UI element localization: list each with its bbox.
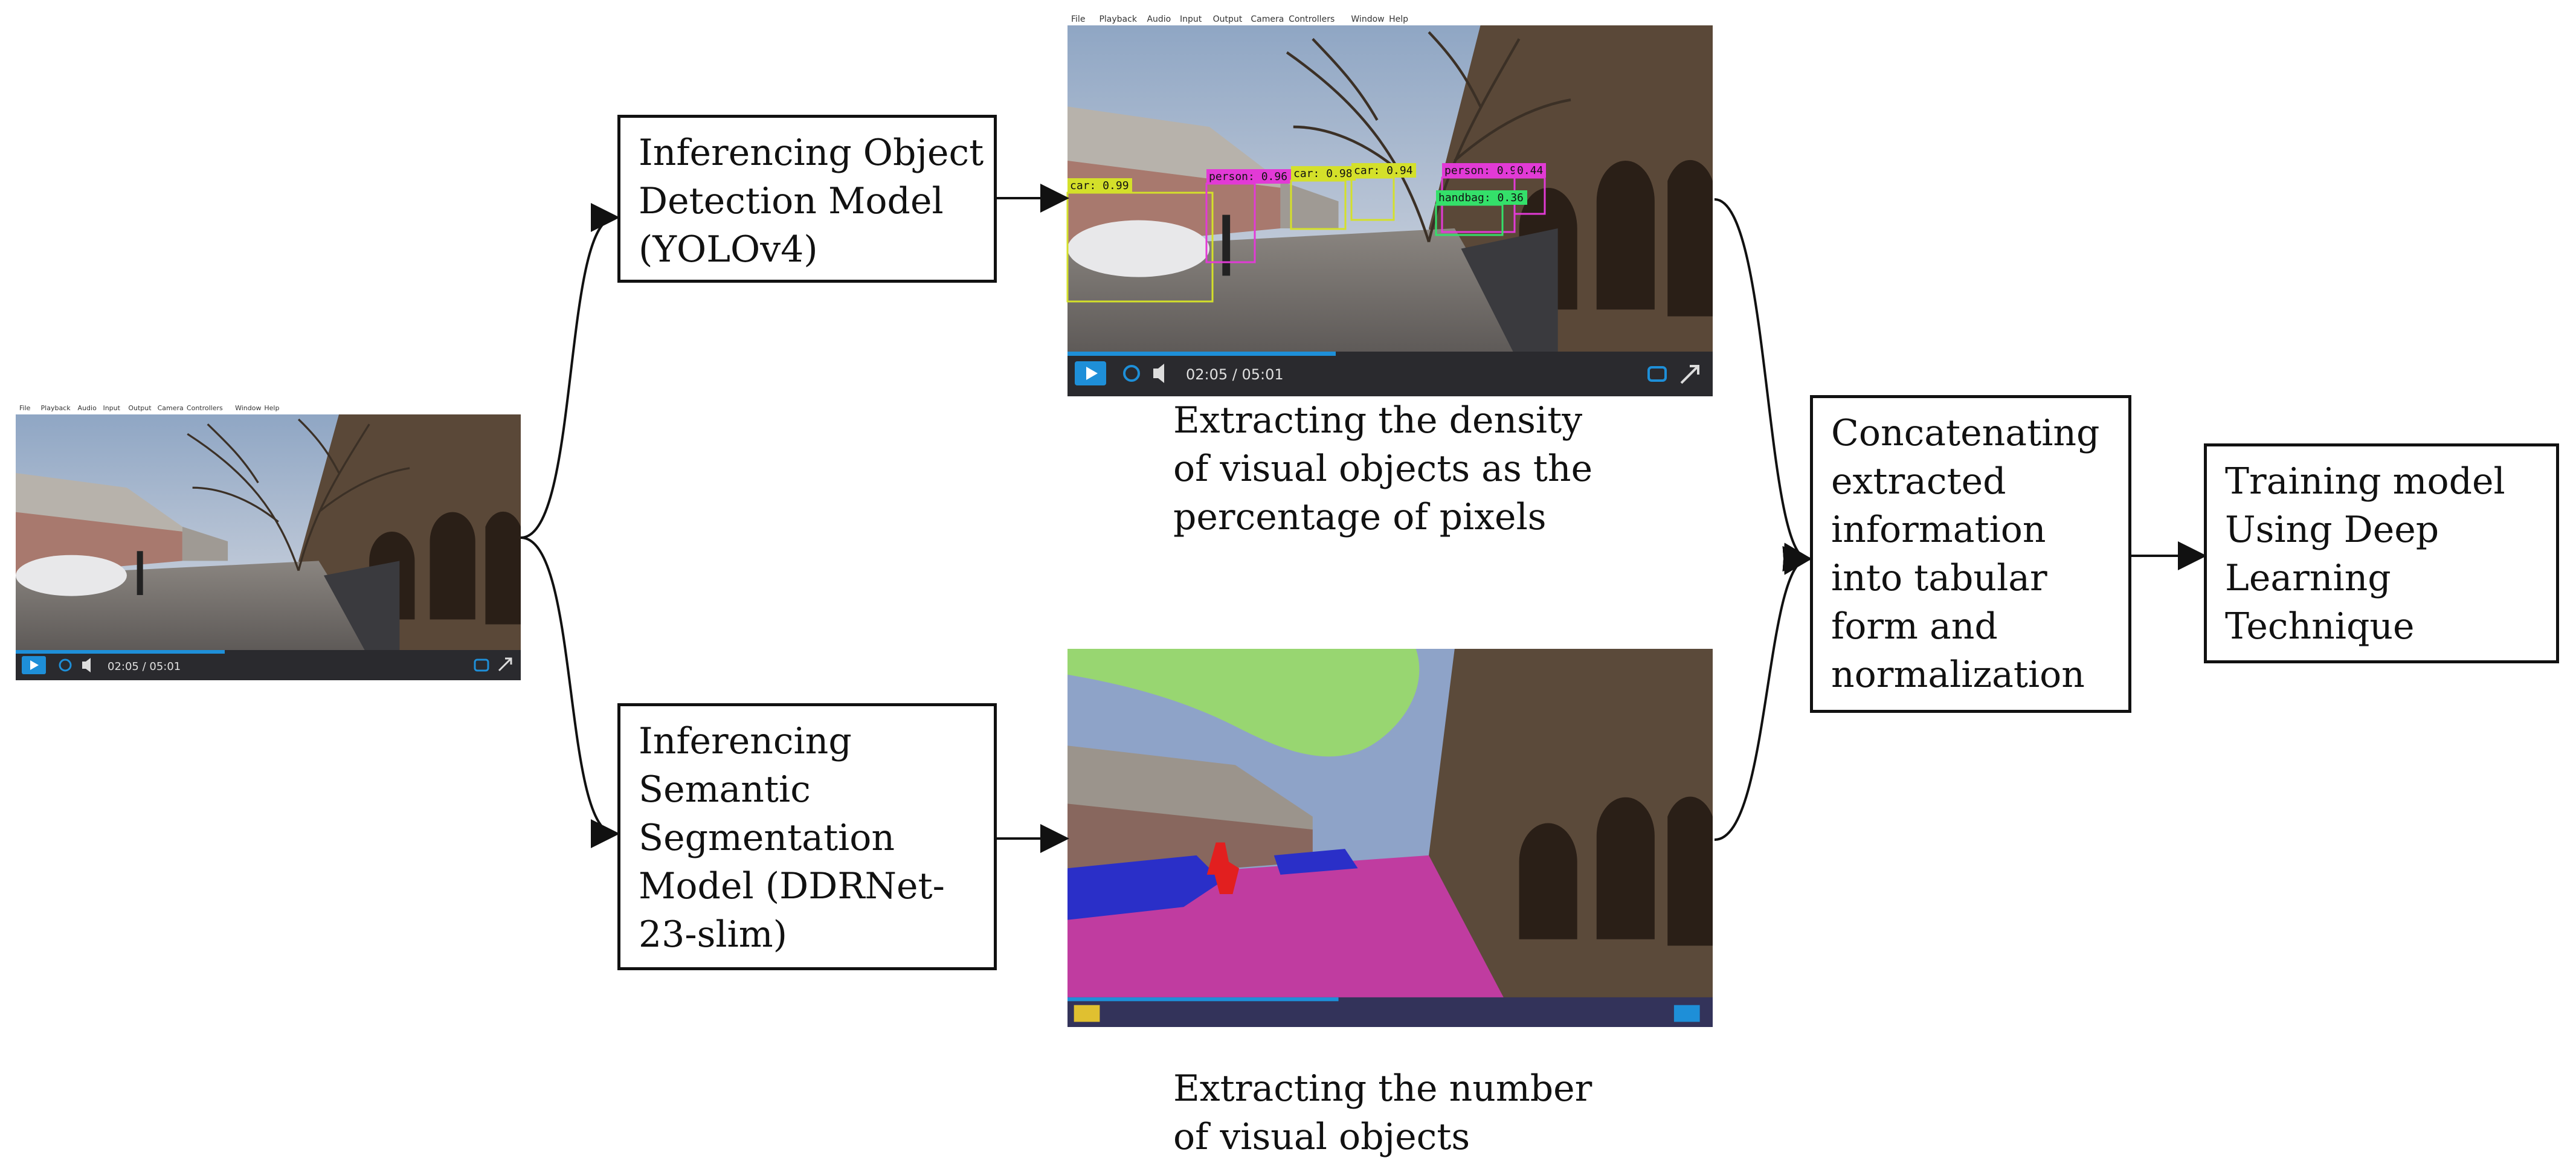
detection-label-bg [1442, 163, 1527, 178]
box-line: normalization [1831, 654, 2085, 696]
box-line: Training model [2225, 460, 2505, 503]
player-controls-bar [1067, 352, 1713, 396]
box-line: Learning [2225, 557, 2391, 599]
menu-item-audio[interactable]: Audio [78, 404, 97, 412]
play-icon [1086, 367, 1098, 380]
detection-label-bg [1291, 166, 1356, 181]
menu-item-window[interactable]: Window [235, 404, 261, 412]
detection-label: handbag: 0.36 [1438, 192, 1524, 204]
box-line: Concatenating [1831, 412, 2100, 454]
menu-item-input[interactable]: Input [1180, 14, 1202, 24]
progress-bar[interactable] [16, 650, 225, 654]
concatenation-box: Concatenating extracted information into… [1810, 395, 2131, 713]
box-line: information [1831, 509, 2046, 551]
box-line: Technique [2225, 605, 2415, 648]
player-controls-bar [16, 650, 521, 680]
density-caption: Extracting the density of visual objects… [1173, 396, 1592, 541]
box-line: Using Deep [2225, 509, 2439, 551]
box-line: Model (DDRNet- [639, 865, 945, 907]
connectors [520, 184, 2207, 853]
box-line: Detection Model [639, 180, 944, 222]
menu-item-output[interactable]: Output [128, 404, 152, 412]
street-scene-image [16, 414, 521, 658]
arrow-input-to-detection [520, 203, 620, 539]
player-menu-bar [1067, 8, 1713, 25]
detection-label-bg [1515, 163, 1546, 178]
menu-item-playback[interactable]: Playback [41, 404, 71, 412]
detection-label: 0.44 [1517, 164, 1543, 177]
vr-icon[interactable] [474, 658, 489, 672]
count-caption: Extracting the number of visual objects [1173, 1064, 1592, 1161]
loop-icon[interactable] [59, 658, 72, 672]
arrow-segmentation-to-concat [1714, 546, 1812, 841]
box-line: Segmentation [639, 817, 895, 859]
menu-item-camera[interactable]: Camera [158, 404, 184, 412]
menu-item-audio[interactable]: Audio [1147, 14, 1171, 24]
box-line: into tabular [1831, 557, 2047, 599]
box-line: extracted [1831, 460, 2006, 503]
detection-label: car: 0.99 [1070, 179, 1129, 192]
caption-line: Extracting the density [1173, 399, 1583, 442]
box-line: Semantic [639, 768, 811, 811]
seg-car-region [1067, 855, 1223, 920]
caption-line: of visual objects as the [1173, 448, 1593, 490]
detection-label-bg [1067, 178, 1132, 193]
menu-item-controllers[interactable]: Controllers [187, 404, 223, 412]
detection-scene-image [1067, 25, 1713, 364]
box-line: (YOLOv4) [639, 228, 818, 271]
menu-item-playback[interactable]: Playback [1099, 14, 1137, 24]
caption-line: percentage of pixels [1173, 496, 1547, 538]
detection-output-frame: File Playback Audio Input Output Camera Contro… [1066, 8, 1713, 396]
seg-person-region [1206, 842, 1240, 894]
detection-model-box: Inferencing Object Detection Model (YOLO… [617, 115, 997, 283]
segmentation-model-box: Inferencing Semantic Segmentation Model … [617, 703, 997, 970]
player-menu-bar [16, 399, 521, 414]
menu-item-output[interactable]: Output [1213, 14, 1243, 24]
seg-vegetation-region [1067, 649, 1420, 757]
box-line: form and [1831, 605, 1998, 648]
player-time: 02:05 / 05:01 [108, 660, 181, 673]
detection-label: person: 0.96 [1209, 170, 1287, 183]
loop-icon[interactable] [1123, 365, 1140, 382]
box-line: Inferencing [639, 720, 852, 762]
box-line: Inferencing Object [639, 132, 984, 174]
fullscreen-icon[interactable] [498, 657, 512, 672]
player-menu: File Playback Audio Input Output Camera Contro… [1071, 14, 1408, 24]
detection-label: car: 0.94 [1354, 164, 1413, 177]
detection-label: person: 0.94 [1444, 164, 1523, 177]
segmentation-scene-image [1067, 649, 1713, 1027]
player-time: 02:05 / 05:01 [1186, 366, 1284, 383]
progress-bar[interactable] [1067, 352, 1336, 356]
arrow-detection-to-concat [1714, 198, 1812, 572]
menu-item-help[interactable]: Help [1389, 14, 1408, 24]
menu-item-file[interactable]: File [1071, 14, 1085, 24]
menu-item-input[interactable]: Input [103, 404, 120, 412]
menu-item-controllers[interactable]: Controllers [1289, 14, 1335, 24]
box-line: 23-slim) [639, 913, 788, 956]
detection-label: car: 0.98 [1293, 167, 1353, 180]
volume-icon[interactable] [1153, 364, 1164, 383]
menu-item-camera[interactable]: Camera [1251, 14, 1284, 24]
arrow-input-to-segmentation [520, 536, 620, 848]
detection-label-bg [1436, 190, 1527, 205]
menu-item-window[interactable]: Window [1351, 14, 1384, 24]
caption-line: of visual objects [1173, 1116, 1470, 1158]
detection-label-bg [1351, 163, 1416, 178]
fullscreen-icon[interactable] [1680, 365, 1699, 384]
menu-item-file[interactable]: File [19, 404, 31, 412]
detection-label-bg [1206, 169, 1291, 184]
segmentation-output-frame [1067, 649, 1713, 1027]
caption-line: Extracting the number [1173, 1067, 1592, 1110]
play-icon [30, 660, 39, 670]
menu-item-help[interactable]: Help [264, 404, 279, 412]
volume-icon[interactable] [82, 658, 91, 672]
vr-icon[interactable] [1647, 366, 1667, 382]
training-model-box: Training model Using Deep Learning Techn… [2204, 443, 2559, 663]
detection-box [1066, 192, 1214, 303]
